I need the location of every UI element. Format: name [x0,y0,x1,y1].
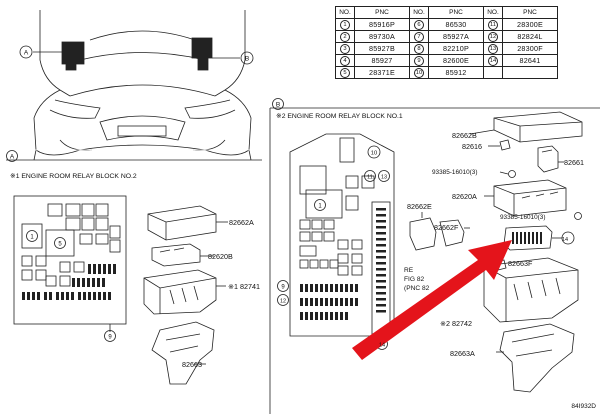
table-cell-pnc [502,66,558,79]
table-cell-no: 5 [335,66,355,79]
item-number-badge: 5 [340,68,350,78]
label-ref-line2: FIG 82 [404,276,424,283]
section-a-title: ※1 ENGINE ROOM RELAY BLOCK NO.2 [10,173,137,180]
part-82741-block [143,269,226,315]
label-82616: 82616 [462,142,482,151]
part-82661-relay [537,145,564,173]
block-b-num-14: 14 [379,343,385,349]
table-cell-no: 7 [409,30,429,43]
item-number-badge: 12 [488,32,498,42]
label-82663f: 82663F [508,259,533,268]
section-b-title: ※2 ENGINE ROOM RELAY BLOCK NO.1 [276,113,403,120]
label-82742: ※2 82742 [440,319,472,328]
label-82663a: 82663A [450,349,475,358]
item-number-badge: 11 [488,20,498,30]
part-82620b-relay [151,243,214,267]
item-number-badge: 2 [340,32,350,42]
part-82620a-relay [484,179,567,217]
label-82620a: 82620A [452,192,477,201]
part-82662e-cover [409,212,437,251]
label-82662f: 82662F [434,223,459,232]
item-number-badge: 10 [414,68,424,78]
label-part-14: 14 [562,237,568,243]
item-number-badge: 7 [414,32,424,42]
block-a-num-1: 1 [30,235,34,241]
part-82641-fuse [503,225,562,251]
block-b-num-12: 12 [280,299,286,305]
relay-block-b-location [191,37,240,71]
label-82662e: 82662E [407,202,432,211]
relay-block-no1-layout [289,133,395,340]
label-ref-line1: RE [404,267,414,274]
section-b-letter: B [276,102,280,109]
block-b-num-10: 10 [371,151,377,157]
item-number-badge: 8 [414,44,424,54]
relay-block-no2-layout [13,195,127,332]
relay-block-a-location [33,41,85,71]
figure-id: 84I932D [571,403,596,410]
part-82663-bracket [151,321,215,385]
block-b-num-11: 11 [367,175,373,181]
part-93385-bolt-a [499,170,516,178]
label-82741: ※1 82741 [228,282,260,291]
callout-a-label: A [24,50,29,57]
part-82616-clip [488,139,511,151]
part-82663a-bracket [496,323,575,393]
block-a-num-5: 5 [58,242,62,248]
label-82662b: 82662B [452,131,477,140]
item-number-badge: 9 [414,56,424,66]
item-number-badge: 14 [488,56,498,66]
item-number-badge: 6 [414,20,424,30]
callout-outlines [6,45,575,350]
label-93385-a: 93385-16010(3) [432,169,477,176]
part-82662b-cover [469,111,583,143]
item-number-badge: 1 [340,20,350,30]
part-93385-bolt-b [574,212,582,220]
label-82662a: 82662A [229,218,254,227]
section-a-letter: A [10,154,15,161]
table-cell-no: 10 [409,66,429,79]
car-front-illustration [33,10,252,161]
block-b-num-9: 9 [281,285,285,291]
red-arrow-icon [352,240,512,360]
label-82663: 82663 [182,360,202,369]
label-82661: 82661 [564,158,584,167]
part-82662a-cover [147,205,228,241]
block-b-num-13: 13 [381,175,387,181]
item-number-badge: 4 [340,56,350,66]
label-93385-b: 93385-16010(3) [500,214,545,221]
callout-b-label: B [245,56,249,63]
item-number-badge: 13 [488,44,498,54]
label-82620b: 82620B [208,252,233,261]
block-a-num-9: 9 [108,335,112,341]
label-ref-line3: (PNC 82 [404,285,430,292]
item-number-badge: 3 [340,44,350,54]
block-b-num-1: 1 [318,204,322,210]
part-82662f-cover [439,219,470,247]
table-cell-no: 1 [335,18,355,31]
